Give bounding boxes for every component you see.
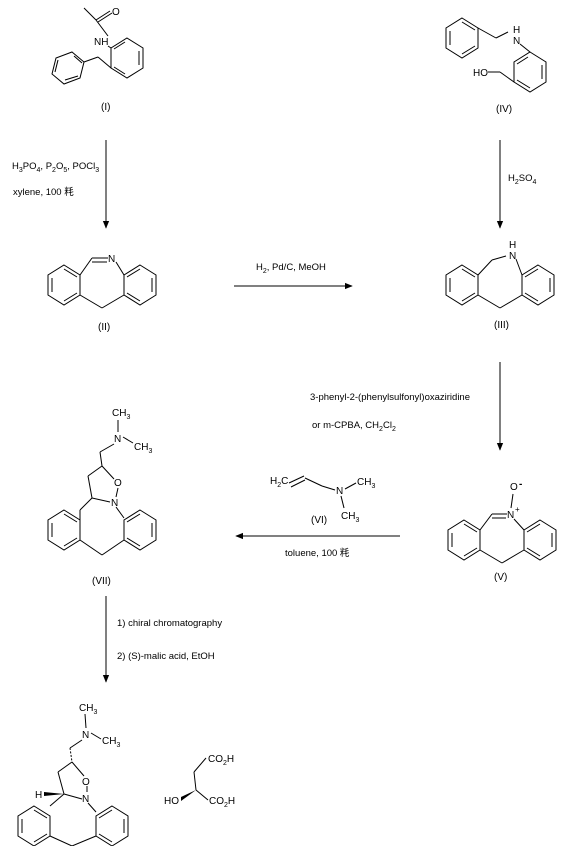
atom-O: O: [114, 478, 122, 489]
cond-step1-b: xylene, 100 粍: [13, 186, 74, 198]
label-VII: (VII): [92, 576, 111, 587]
cond-step4-a: 3-phenyl-2-(phenylsulfonyl)oxaziridine: [310, 392, 470, 403]
compound-V: N + O - (V): [447, 479, 557, 583]
atom-CH3: CH3: [357, 477, 375, 490]
label-III: (III): [494, 320, 509, 331]
wedge-bond: [44, 792, 64, 796]
atom-N: N: [114, 434, 121, 445]
atom-CH3: CH3: [102, 736, 120, 749]
compound-VI: H2C N CH3 CH3 (VI): [270, 475, 375, 526]
atom-N: N: [513, 36, 520, 47]
atom-CH3: CH3: [112, 408, 130, 421]
label-I: (I): [101, 102, 110, 113]
label-II: (II): [98, 322, 110, 333]
atom-H2C: H2C: [270, 476, 288, 489]
charge-minus: -: [519, 479, 522, 490]
atom-NH: NH: [94, 37, 108, 48]
cond-step5: toluene, 100 粍: [285, 547, 350, 559]
compound-III: H N (III): [445, 240, 555, 331]
atom-CH3: CH3: [341, 511, 359, 524]
cond-step6-b: 2) (S)-malic acid, EtOH: [117, 651, 215, 662]
malic-acid: CO2H HO CO2H: [164, 754, 235, 809]
atom-N: N: [108, 254, 115, 265]
compound-final: CH3 N CH3 O N H: [17, 703, 129, 846]
cond-step2: H2, Pd/C, MeOH: [256, 262, 326, 275]
atom-CH3: CH3: [134, 442, 152, 455]
atom-H: H: [509, 240, 516, 251]
cond-step3: H2SO4: [508, 173, 537, 186]
atom-H: H: [35, 790, 42, 801]
atom-N: N: [509, 251, 516, 262]
atom-N: N: [111, 498, 118, 509]
wedge-bond: [181, 790, 196, 801]
atom-N: N: [82, 794, 89, 805]
atom-CO2H: CO2H: [209, 796, 235, 809]
label-IV: (IV): [496, 104, 512, 115]
compound-II: N (II): [47, 254, 157, 333]
atom-N: N: [336, 486, 343, 497]
cond-step4-b: or m-CPBA, CH2Cl2: [312, 420, 396, 433]
cond-step1-a: H3PO4, P2O5, POCl3: [12, 161, 99, 174]
compound-VII: CH3 N CH3 O N (VII): [47, 408, 157, 587]
atom-O: O: [112, 7, 120, 18]
atom-HO: HO: [473, 68, 488, 79]
atom-N: N: [82, 730, 89, 741]
label-V: (V): [494, 572, 507, 583]
atom-H: H: [513, 25, 520, 36]
atom-CO2H: CO2H: [208, 754, 234, 767]
charge-plus: +: [515, 505, 520, 514]
atom-O: O: [82, 777, 90, 788]
atom-CH3: CH3: [79, 703, 97, 716]
cond-step6-a: 1) chiral chromatography: [117, 618, 222, 629]
compound-IV: H N HO (IV): [445, 17, 547, 115]
atom-O: O: [510, 482, 518, 493]
atom-HO: HO: [164, 796, 179, 807]
atom-N: N: [507, 510, 514, 521]
label-VI: (VI): [311, 515, 327, 526]
compound-I: O NH (I): [51, 7, 144, 113]
